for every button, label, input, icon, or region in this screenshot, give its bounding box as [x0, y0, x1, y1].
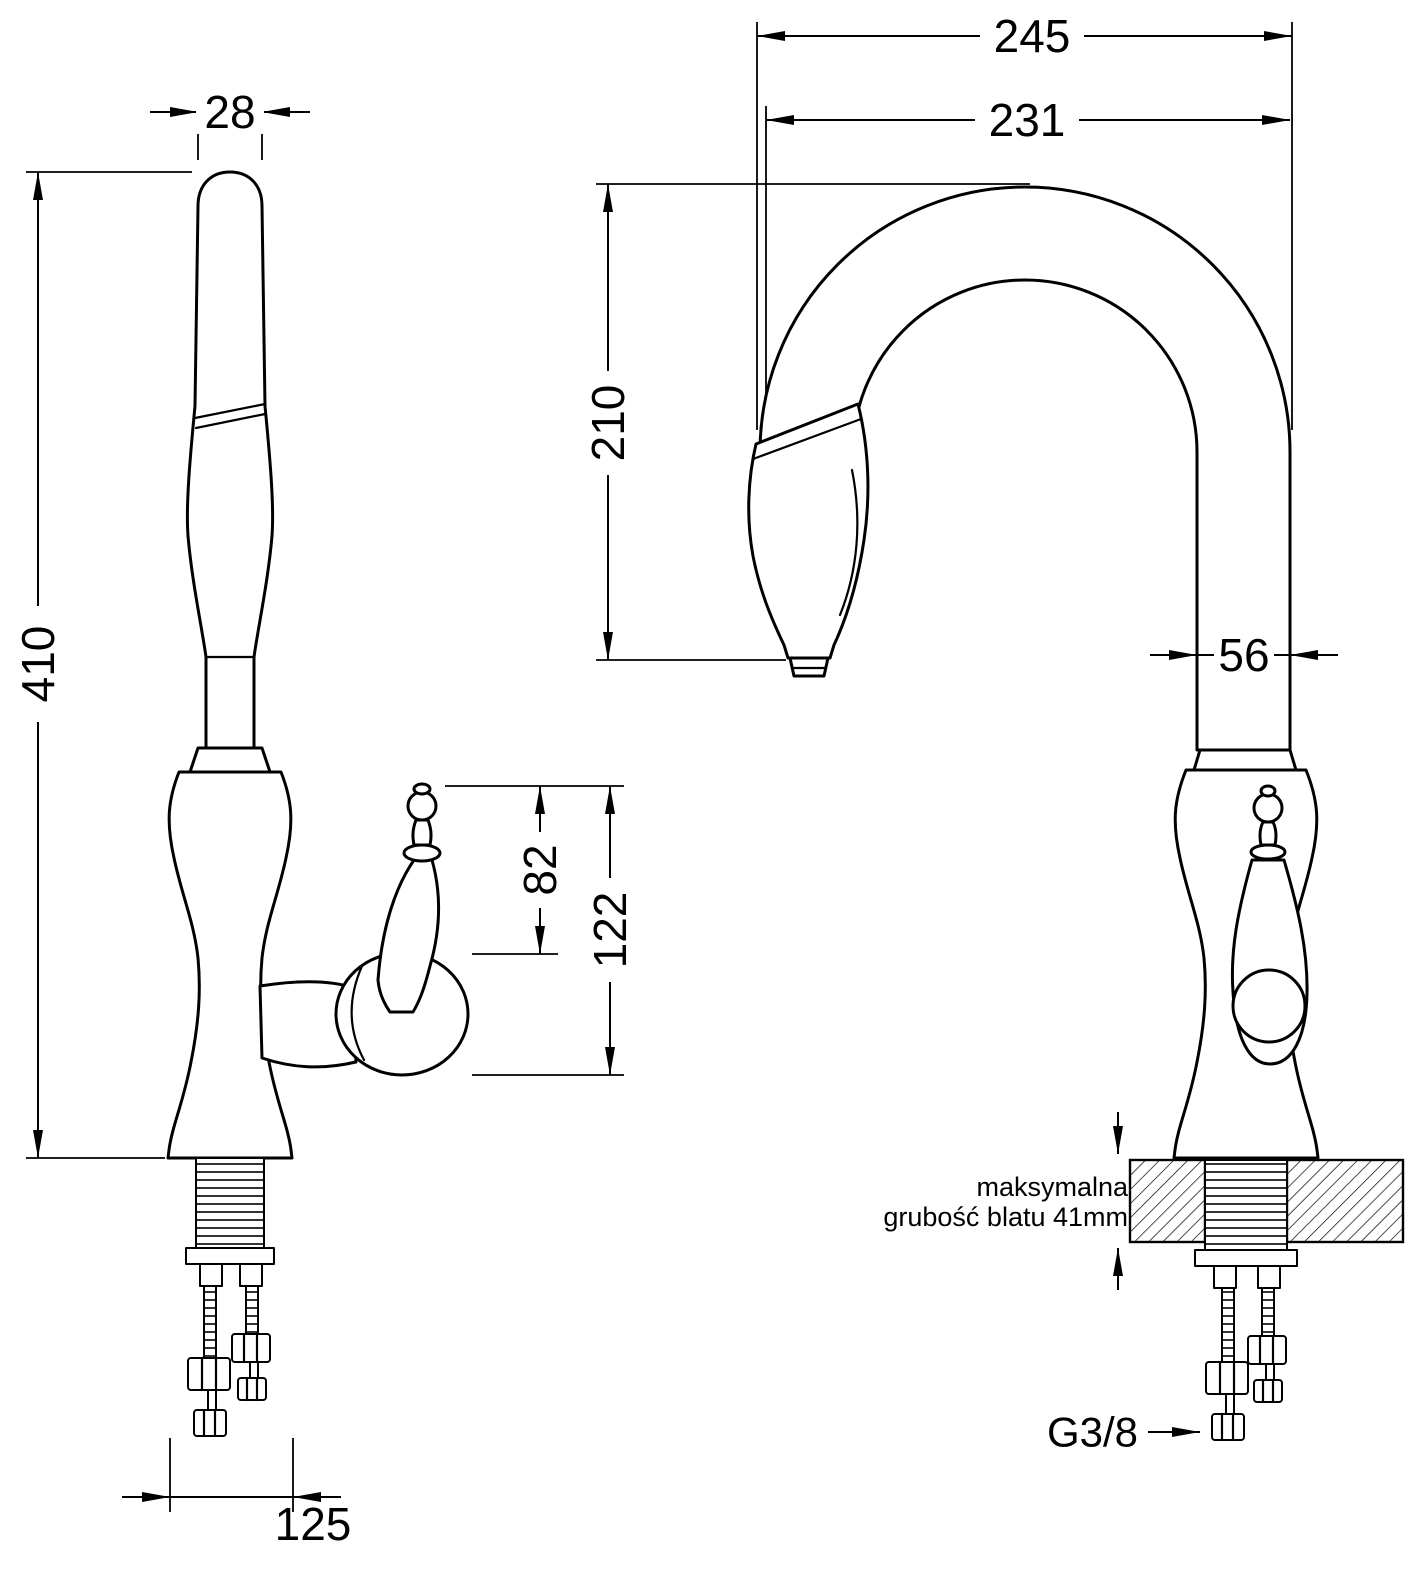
right-faucet [747, 185, 1320, 1160]
threaded-shank-front [1204, 1159, 1288, 1251]
countertop-section: maksymalna grubość blatu 41mm [883, 1112, 1405, 1290]
body-collar [1192, 748, 1298, 772]
dim-245-label: 245 [994, 10, 1071, 62]
counter-note-line2: grubość blatu 41mm [883, 1202, 1128, 1232]
dim-handle-82: 82 [445, 785, 624, 955]
dim-56-bg [1214, 632, 1274, 678]
countertop-right [1285, 1158, 1405, 1244]
hose-nut-left [193, 1409, 227, 1437]
dim-231-label: 231 [989, 94, 1066, 146]
lever-flare [402, 843, 442, 863]
counter-note-line1: maksymalna [976, 1172, 1129, 1202]
spout-wand [185, 170, 275, 750]
dim-56-label: 56 [1218, 629, 1269, 681]
mounting-washer [185, 1247, 275, 1265]
left-faucet [166, 170, 470, 1160]
dim-82-bg [514, 832, 566, 908]
lever-neck [411, 818, 433, 847]
dim-410-label: 410 [12, 626, 64, 703]
dim-overall-245: 245 [756, 10, 1293, 430]
front-lever-tip [1259, 784, 1277, 798]
hose-nut-front-left [1211, 1413, 1245, 1441]
dim-231-bg [975, 97, 1079, 143]
dim-handle-122: 122 [472, 786, 636, 1076]
spout-seam-line [193, 402, 267, 420]
left-view: 28 410 [12, 86, 636, 1550]
dim-reach-231: 231 [765, 94, 1290, 424]
dim-total-height: 410 [12, 171, 192, 1159]
handle-arm [258, 980, 358, 1069]
lever-knob [406, 790, 438, 822]
spray-head-seam [751, 417, 863, 461]
mounting-bracket-front-right [1257, 1265, 1281, 1289]
dim-tube-56: 56 [1150, 629, 1338, 681]
dim-122-label: 122 [584, 892, 636, 969]
hex-nut-front-left [1205, 1361, 1249, 1395]
spout-seam-line-2 [194, 412, 267, 430]
hex-nut-left [187, 1357, 231, 1391]
handle-lever [376, 851, 441, 1014]
threaded-shank [195, 1157, 265, 1249]
hose-nut-front-right [1253, 1379, 1283, 1403]
dim-210-bg [582, 371, 634, 475]
mounting-bracket-left [199, 1263, 223, 1287]
mounting-stud-front-right [1261, 1287, 1275, 1337]
front-lever-flare [1249, 843, 1287, 861]
dim-82-label: 82 [514, 844, 566, 895]
mounting-bracket-right [239, 1263, 263, 1287]
mounting-bracket-front-left [1213, 1265, 1237, 1289]
dim-245-bg [980, 13, 1084, 59]
countertop-left [1128, 1158, 1207, 1244]
faucet-body [166, 770, 294, 1160]
left-mounting-hardware [185, 1157, 275, 1438]
hose-nut-right [237, 1377, 267, 1401]
dim-410-bg [12, 606, 64, 722]
dim-spout-width: 28 [150, 86, 310, 160]
dim-28-label: 28 [204, 86, 255, 138]
hose-stub-front-right [1265, 1363, 1275, 1381]
g38-label: G3/8 [1047, 1409, 1138, 1456]
dim-125-label: 125 [275, 1498, 352, 1550]
mounting-stud-left [203, 1285, 217, 1359]
ball-contour-line [350, 964, 366, 1062]
right-mounting-hardware [1194, 1159, 1298, 1442]
spray-grip-line [838, 468, 859, 617]
mounting-stud-right [245, 1285, 259, 1335]
dim-122-bg [584, 878, 636, 982]
mounting-stud-front-left [1221, 1287, 1235, 1363]
lever-tip [412, 782, 432, 796]
hose-stub-left [207, 1389, 217, 1411]
hex-nut-right [231, 1333, 271, 1363]
dim-210-label: 210 [582, 385, 634, 462]
dim-28-bg [196, 88, 264, 134]
neck-flange [188, 746, 272, 774]
hose-stub-front-left [1225, 1393, 1235, 1415]
hose-stub-right [249, 1361, 259, 1379]
front-lever-knob [1252, 792, 1284, 824]
dim-spout-height-210: 210 [582, 183, 1030, 661]
thread-callout: G3/8 [1047, 1409, 1200, 1456]
front-lever-neck [1258, 820, 1278, 847]
dim-base-125: 125 [122, 1438, 351, 1550]
right-view: 245 231 210 [582, 10, 1405, 1456]
gooseneck-tube [758, 185, 1292, 752]
spray-head [747, 402, 870, 660]
hex-nut-front-right [1247, 1335, 1287, 1365]
front-lever-cap [1231, 968, 1307, 1044]
mounting-washer-front [1194, 1249, 1298, 1267]
